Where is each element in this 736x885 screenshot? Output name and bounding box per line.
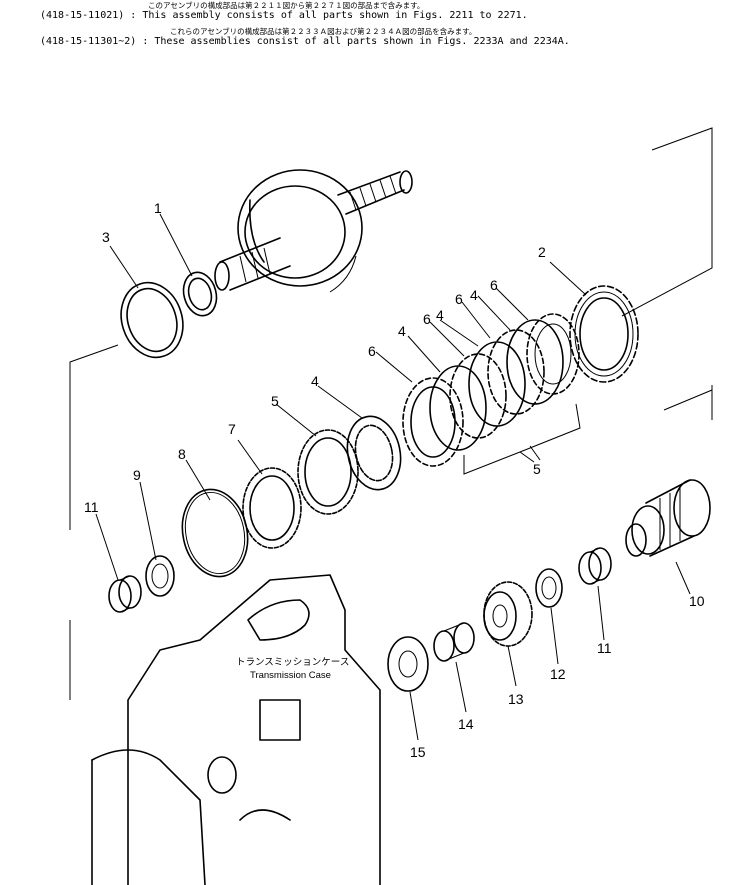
part-11-needle-bearing-left (108, 575, 142, 613)
callout-6-left: 6 (368, 343, 376, 359)
part-5-steel-plate (297, 429, 359, 515)
callout-12: 12 (550, 666, 566, 682)
part-2-gear-plate (569, 285, 639, 383)
callout-11-right: 11 (597, 640, 612, 656)
part-7-gear-plate (242, 467, 302, 549)
case-label-en: Transmission Case (250, 670, 331, 681)
shaft-assembly (214, 169, 413, 293)
header-note-en-1: (418-15-11021) : This assembly consists … (40, 10, 528, 21)
assembly-frame-lines (69, 127, 713, 700)
plate-group-bracket (463, 403, 581, 475)
part-3-thrust-washer (120, 281, 184, 359)
callout-4-lower: 4 (311, 373, 319, 389)
callout-11-left: 11 (84, 499, 99, 515)
clutch-pack-stack (402, 313, 580, 467)
transmission-case-outline (91, 574, 381, 885)
callout-5-right: 5 (533, 461, 541, 477)
callout-4-upper-right: 4 (470, 287, 478, 303)
callout-6-middle-left: 6 (423, 311, 431, 327)
header-note-jp-1: このアセンブリの構成部品は第２２１１図から第２２７１図の部品まで含みます。 (148, 1, 425, 10)
callout-leader-lines (95, 213, 691, 741)
callout-2: 2 (538, 244, 546, 260)
part-9-thrust-washer (145, 555, 175, 597)
part-14-collar (433, 622, 475, 662)
part-12-thrust-washer (535, 568, 563, 608)
callout-10: 10 (689, 593, 705, 609)
callout-6-middle-right: 6 (455, 291, 463, 307)
part-13-gear (483, 581, 533, 647)
callout-6-right: 6 (490, 277, 498, 293)
callout-13: 13 (508, 691, 524, 707)
part-11-needle-bearing-right (578, 547, 612, 585)
part-1-snap-ring (182, 271, 218, 317)
callout-14: 14 (458, 716, 474, 732)
part-15-ball-bearing (387, 636, 429, 692)
header-note-en-2: (418-15-11301~2) : These assemblies cons… (40, 36, 570, 47)
callout-4-upper-left: 4 (398, 323, 406, 339)
callout-8: 8 (178, 446, 186, 462)
part-8-snap-ring (181, 488, 249, 578)
callout-15: 15 (410, 744, 426, 760)
callout-numbers: 1 2 3 4 4 4 4 5 5 6 6 6 6 7 8 9 10 11 11… (84, 200, 705, 760)
callout-3: 3 (102, 229, 110, 245)
callout-1: 1 (154, 200, 162, 216)
transmission-case-label: トランスミッションケース Transmission Case (236, 657, 349, 681)
callout-4-upper-middle: 4 (436, 307, 444, 323)
case-label-jp: トランスミッションケース (236, 657, 349, 668)
header-note-jp-2: これらのアセンブリの構成部品は第２２３３Ａ図および第２２３４Ａ図の部品を含みます… (170, 27, 477, 36)
callout-7: 7 (228, 421, 236, 437)
callout-9: 9 (133, 467, 141, 483)
part-10-clutch-hub (625, 479, 711, 557)
callout-5-left: 5 (271, 393, 279, 409)
